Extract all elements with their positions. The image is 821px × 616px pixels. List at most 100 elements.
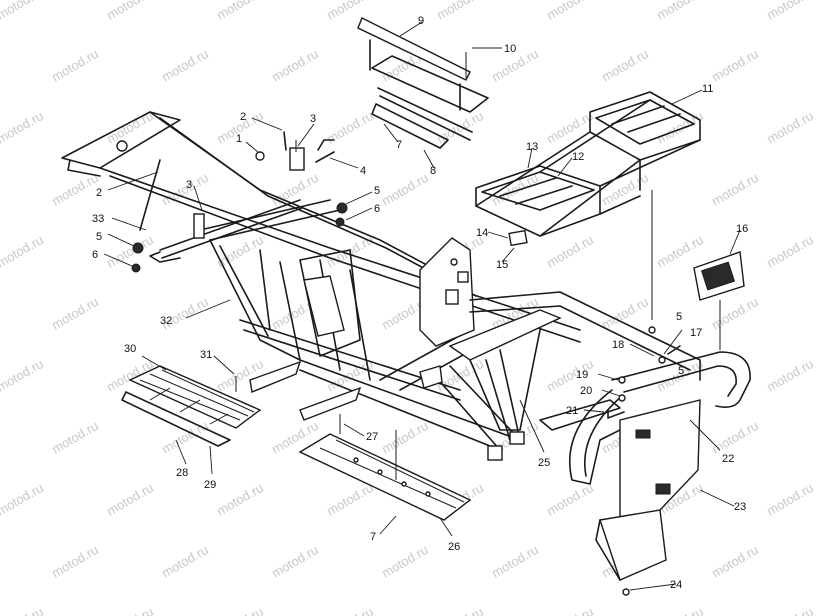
callout-12: 12	[572, 151, 584, 163]
callout-8: 8	[430, 165, 436, 177]
callout-13: 13	[526, 141, 538, 153]
callout-5: 5	[678, 365, 684, 377]
callout-labels: 1 2 2 3 3 4 5 5 5 5 6 6 7 7 8 9 10 11 12…	[92, 15, 748, 591]
watermark-text: motod.ru	[764, 0, 816, 23]
callout-25: 25	[538, 457, 550, 469]
watermark-text: motod.ru	[544, 0, 596, 23]
callout-14: 14	[476, 227, 488, 239]
watermark-text: motod.ru	[709, 294, 761, 333]
watermark-text: motod.ru	[104, 604, 156, 616]
watermark-text: motod.ru	[434, 0, 486, 23]
watermark-text: motod.ru	[709, 542, 761, 581]
watermark-text: motod.ru	[709, 170, 761, 209]
mid-hardware	[607, 190, 681, 596]
callout-21: 21	[566, 405, 578, 417]
watermark-text: motod.ru	[104, 0, 156, 23]
callout-7: 7	[370, 531, 376, 543]
watermark-text: motod.ru	[434, 604, 486, 616]
callout-1: 1	[236, 133, 242, 145]
watermark-text: motod.ru	[0, 232, 46, 271]
watermark-text: motod.ru	[49, 170, 101, 209]
callout-23: 23	[734, 501, 746, 513]
watermark-text: motod.ru	[379, 418, 431, 457]
watermark-text: motod.ru	[709, 46, 761, 85]
watermark-text: motod.ru	[764, 480, 816, 519]
watermark-text: motod.ru	[434, 108, 486, 147]
watermark-text: motod.ru	[269, 46, 321, 85]
rear-rack	[475, 91, 701, 247]
callout-5: 5	[374, 185, 380, 197]
watermark-text: motod.ru	[764, 604, 816, 616]
watermark-text: motod.ru	[764, 108, 816, 147]
callout-33: 33	[92, 213, 104, 225]
watermark-text: motod.ru	[654, 0, 706, 23]
left-footrest	[121, 365, 262, 447]
callout-11: 11	[702, 83, 713, 95]
watermark-text: motod.ru	[324, 356, 376, 395]
callout-30: 30	[124, 343, 136, 355]
callout-24: 24	[670, 579, 682, 591]
watermark-text: motod.ru	[159, 170, 211, 209]
watermark-text: motod.ru	[49, 418, 101, 457]
watermark-text: motod.ru	[324, 0, 376, 23]
watermark-text: motod.ru	[764, 356, 816, 395]
watermark-text: motod.ru	[764, 232, 816, 271]
watermark-text: motod.ru	[214, 480, 266, 519]
callout-22: 22	[722, 453, 734, 465]
callout-29: 29	[204, 479, 216, 491]
callout-20: 20	[580, 385, 592, 397]
watermark-text: motod.ru	[159, 418, 211, 457]
callout-31: 31	[200, 349, 212, 361]
watermark-text: motod.ru	[544, 480, 596, 519]
watermark-text: motod.ru	[654, 604, 706, 616]
watermark-text: motod.ru	[324, 480, 376, 519]
watermark-text: motod.ru	[159, 542, 211, 581]
watermark-text: motod.ru	[324, 604, 376, 616]
watermark-text: motod.ru	[599, 294, 651, 333]
rear-bumper	[568, 251, 751, 581]
watermark-text: motod.ru	[49, 542, 101, 581]
watermark-text: motod.ru	[0, 356, 46, 395]
callout-10: 10	[504, 43, 516, 55]
watermark-text: motod.ru	[324, 108, 376, 147]
watermark-text: motod.ru	[379, 170, 431, 209]
watermark-text: motod.ru	[0, 604, 46, 616]
callout-27: 27	[366, 431, 378, 443]
callout-3: 3	[186, 179, 192, 191]
callout-15: 15	[496, 259, 508, 271]
watermark-text: motod.ru	[269, 170, 321, 209]
watermark-text: motod.ru	[0, 480, 46, 519]
main-frame	[61, 111, 701, 461]
watermark-text: motod.ru	[489, 542, 541, 581]
callout-18: 18	[612, 339, 624, 351]
leader-lines	[103, 21, 741, 591]
callout-9: 9	[418, 15, 424, 27]
watermark-text: motod.ru	[49, 294, 101, 333]
seat-bracket-assembly	[357, 17, 489, 149]
watermark-text: motod.ru	[269, 542, 321, 581]
watermark-text: motod.ru	[544, 604, 596, 616]
watermark-text: motod.ru	[214, 604, 266, 616]
callout-2: 2	[240, 111, 246, 123]
callout-17: 17	[690, 327, 702, 339]
watermark-text: motod.ru	[104, 480, 156, 519]
callout-32: 32	[160, 315, 172, 327]
front-hardware	[131, 131, 348, 273]
watermark-text: motod.ru	[599, 46, 651, 85]
callout-6: 6	[92, 249, 98, 261]
callout-5: 5	[676, 311, 682, 323]
callout-28: 28	[176, 467, 188, 479]
callout-7: 7	[396, 139, 402, 151]
callout-4: 4	[360, 165, 366, 177]
watermark-text: motod.ru	[0, 108, 46, 147]
right-footrest	[298, 414, 472, 521]
watermark-text: motod.ru	[49, 46, 101, 85]
callout-3: 3	[310, 113, 316, 125]
watermark-text: motod.ru	[379, 542, 431, 581]
callout-26: 26	[448, 541, 460, 553]
callout-6: 6	[374, 203, 380, 215]
watermark-text: motod.ru	[544, 232, 596, 271]
